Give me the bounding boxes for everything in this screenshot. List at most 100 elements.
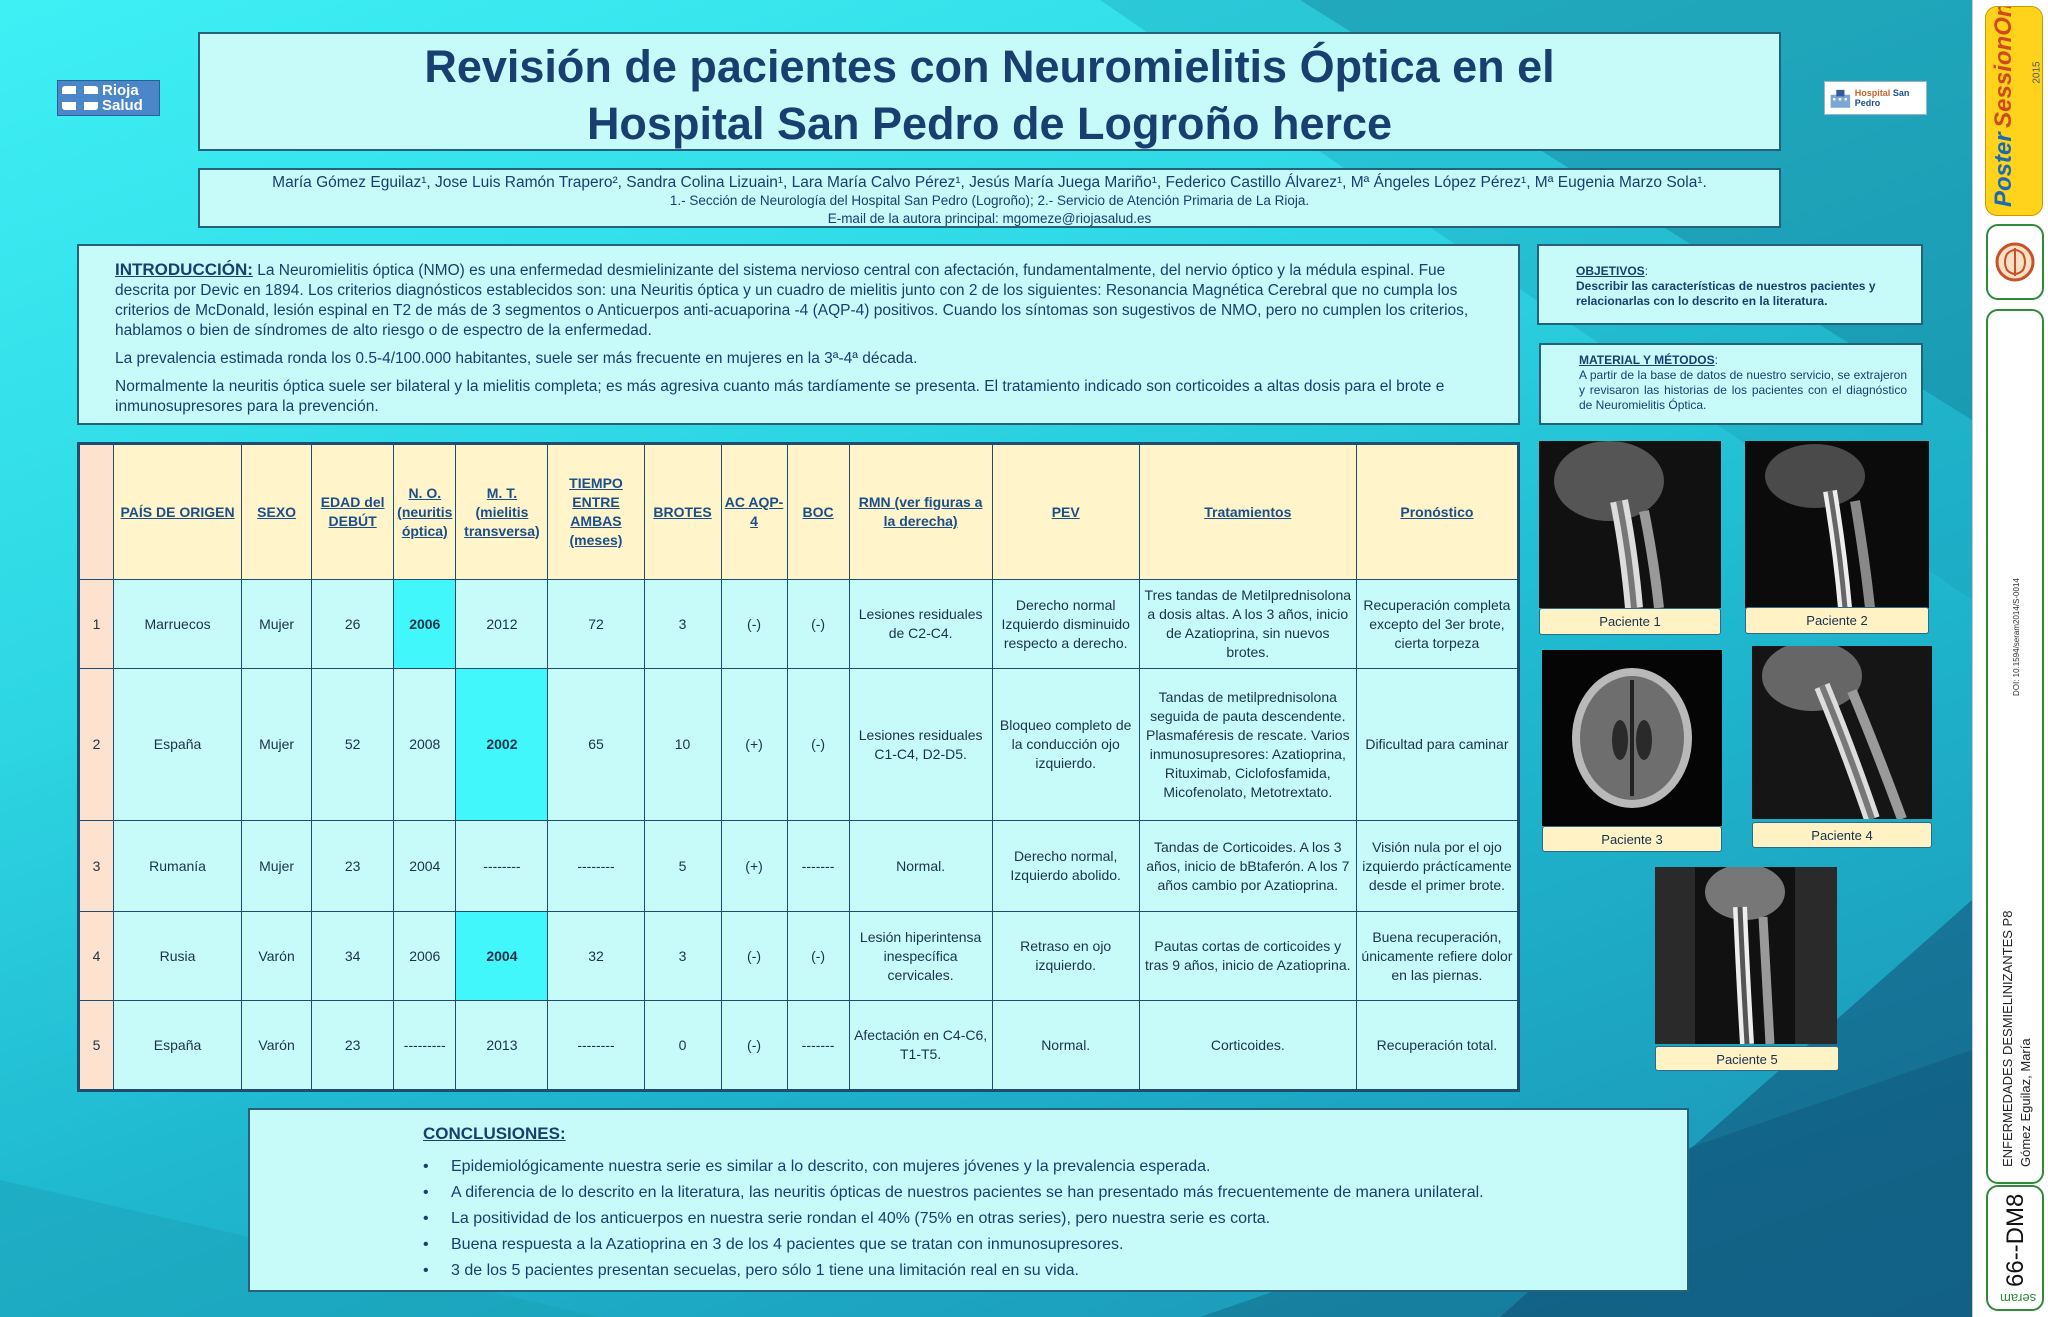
rioja-salud-mark-icon: [62, 86, 98, 110]
header-tiempo: TIEMPO ENTRE AMBAS (meses): [547, 443, 645, 580]
doi-text: DOI: 10.1594/seram2014/S-0014: [2012, 578, 2021, 696]
cell-ac: (-): [720, 579, 788, 669]
cell-pronostico: Recuperación completa excepto del 3er br…: [1355, 579, 1520, 669]
cell-tratamientos: Tres tandas de Metilprednisolona a dosis…: [1138, 579, 1357, 669]
intro-paragraph-3: Normalmente la neuritis óptica suele ser…: [115, 378, 1445, 415]
intro-paragraph-2: La prevalencia estimada ronda los 0.5-4/…: [115, 350, 918, 367]
cell-tiempo: --------: [547, 820, 645, 912]
cell-brotes: 10: [643, 668, 722, 821]
list-item: Buena respuesta a la Azatioprina en 3 de…: [423, 1232, 1687, 1258]
header-no: N. O. (neuritis óptica): [393, 443, 457, 580]
conclusions-heading: CONCLUSIONES:: [423, 1124, 566, 1143]
cell-no: 2004: [393, 820, 457, 912]
header-edad: EDAD del DEBÚT: [311, 443, 395, 580]
cell-pev: Normal.: [991, 1000, 1140, 1091]
patients-table: PAÍS DE ORIGEN SEXO EDAD del DEBÚT N. O.…: [77, 442, 1520, 1092]
conclusions-list: Epidemiológicamente nuestra serie es sim…: [423, 1154, 1687, 1284]
brand-year: 2015: [2031, 61, 2043, 84]
cell-rmn: Lesiones residuales de C2-C4.: [848, 579, 993, 669]
cell-no: 2008: [393, 668, 457, 821]
cell-tiempo: 72: [547, 579, 645, 669]
cell-index: 4: [77, 911, 115, 1001]
cell-tiempo: --------: [547, 1000, 645, 1091]
cell-pev: Retraso en ojo izquierdo.: [991, 911, 1140, 1001]
poster-code-panel: 66--DM8 seram: [1986, 1185, 2044, 1311]
cell-pais: Rusia: [113, 911, 243, 1001]
cell-mt: 2012: [455, 579, 549, 669]
cell-index: 1: [77, 579, 115, 669]
cell-pronostico: Visión nula por el ojo izquierdo práctíc…: [1355, 820, 1520, 912]
intro-paragraph-1: INTRODUCCIÓN: La Neuromielitis óptica (N…: [115, 260, 1498, 341]
seram-emblem-icon: [1995, 242, 2035, 282]
seram-label: seram: [2000, 1291, 2037, 1306]
cell-index: 5: [77, 1000, 115, 1091]
affiliations: 1.- Sección de Neurología del Hospital S…: [669, 193, 1310, 208]
caption-patient-1: Paciente 1: [1539, 608, 1721, 635]
list-item: La positividad de los anticuerpos en nue…: [423, 1206, 1687, 1232]
cell-pais: España: [113, 668, 243, 821]
header-pronostico: Pronóstico: [1355, 443, 1520, 580]
header-brotes: BROTES: [643, 443, 722, 580]
cell-pev: Derecho normal, Izquierdo abolido.: [991, 820, 1140, 912]
cell-index: 2: [77, 668, 115, 821]
cell-pev: Derecho normal Izquierdo disminuido resp…: [991, 579, 1140, 669]
title-line-2: Hospital San Pedro de Logroño herce: [586, 98, 1393, 149]
cell-pronostico: Buena recuperación, únicamente refiere d…: [1355, 911, 1520, 1001]
cell-pais: España: [113, 1000, 243, 1091]
contact-email[interactable]: E-mail de la autora principal: mgomeze@r…: [827, 211, 1152, 226]
objectives-heading: OBJETIVOS: [1576, 264, 1645, 278]
cell-ac: (+): [720, 668, 788, 821]
header-pais: PAÍS DE ORIGEN: [113, 443, 243, 580]
title-box: Revisión de pacientes con Neuromielitis …: [198, 32, 1781, 151]
cell-index: 3: [77, 820, 115, 912]
logo-left-line-1: Rioja: [102, 82, 139, 99]
poster-code: 66--DM8: [2002, 1193, 2029, 1287]
cell-no: 2006: [393, 911, 457, 1001]
cell-brotes: 5: [643, 820, 722, 912]
cell-sexo: Mujer: [241, 668, 313, 821]
header-pev: PEV: [991, 443, 1140, 580]
cell-boc: (-): [786, 668, 850, 821]
conclusions-section: CONCLUSIONES: Epidemiológicamente nuestr…: [248, 1108, 1689, 1292]
cell-rmn: Lesión hiperintensa inespecífica cervica…: [848, 911, 993, 1001]
brand-session: SessionOnline: [1990, 6, 2017, 128]
cell-sexo: Varón: [241, 1000, 313, 1091]
seram-logo: [1986, 224, 2044, 300]
table-row: 1 Marruecos Mujer 26 2006 2012 72 3 (-) …: [77, 579, 1520, 669]
header-index: [77, 443, 115, 580]
poster-session-online-logo[interactable]: Poster SessionOnline 2015: [1985, 6, 2043, 216]
mri-image-patient-1[interactable]: [1539, 441, 1721, 608]
cell-mt: --------: [455, 820, 549, 912]
cell-tratamientos: Tandas de metilprednisolona seguida de p…: [1138, 668, 1357, 821]
mri-image-patient-5[interactable]: [1655, 867, 1837, 1044]
poster-title: Revisión de pacientes con Neuromielitis …: [200, 34, 1779, 152]
cell-no: 2006: [393, 579, 457, 669]
hospital-building-icon: [1830, 89, 1851, 108]
cell-edad: 23: [311, 820, 395, 912]
methods-section: MATERIAL Y MÉTODOS: A partir de la base …: [1539, 343, 1923, 425]
cell-rmn: Afectación en C4-C6, T1-T5.: [848, 1000, 993, 1091]
cell-boc: (-): [786, 911, 850, 1001]
cell-boc: -------: [786, 820, 850, 912]
cell-sexo: Mujer: [241, 579, 313, 669]
cell-mt: 2002: [455, 668, 549, 821]
methods-text: A partir de la base de datos de nuestro …: [1579, 368, 1907, 412]
authors-box: María Gómez Eguilaz¹, Jose Luis Ramón Tr…: [198, 168, 1781, 228]
rioja-salud-logo: Rioja Salud: [57, 80, 160, 116]
objectives-text: Describir las características de nuestro…: [1576, 279, 1876, 308]
cell-sexo: Varón: [241, 911, 313, 1001]
mri-image-patient-2[interactable]: [1745, 441, 1929, 608]
header-mt: M. T. (mielitis transversa): [455, 443, 549, 580]
list-item: A diferencia de lo descrito en la litera…: [423, 1180, 1687, 1206]
mri-image-patient-4[interactable]: [1752, 646, 1932, 819]
caption-patient-3: Paciente 3: [1542, 826, 1722, 852]
caption-patient-2: Paciente 2: [1745, 607, 1929, 634]
cell-edad: 34: [311, 911, 395, 1001]
table-row: 3 Rumanía Mujer 23 2004 -------- -------…: [77, 820, 1520, 912]
cell-brotes: 3: [643, 911, 722, 1001]
mri-image-patient-3[interactable]: [1542, 650, 1722, 826]
hospital-san-pedro-logo: Hospital San Pedro: [1824, 81, 1927, 115]
cell-edad: 23: [311, 1000, 395, 1091]
cell-ac: (-): [720, 1000, 788, 1091]
logo-left-line-2: Salud: [102, 97, 143, 114]
